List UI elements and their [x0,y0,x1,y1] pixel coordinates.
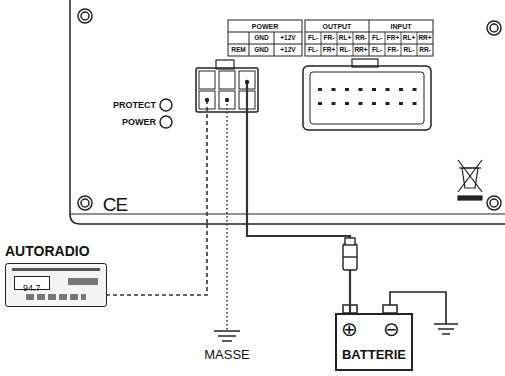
terminal-label: INPUT [369,20,433,32]
terminal-label: FL- [369,32,385,44]
terminal-label: RR+ [417,32,433,44]
terminal-label: RL+ [401,32,417,44]
radio-button [68,278,98,285]
ground-label: MASSE [195,346,259,362]
terminal-label: RL- [401,44,417,56]
terminal-label: FR- [385,44,401,56]
terminal-label: RR- [353,32,369,44]
terminal-sign: ⊖ [383,317,400,341]
terminal-sign: ⊕ [341,317,358,341]
radio-display: 94.7 [14,276,50,290]
fuse-symbol [343,238,357,270]
terminal-label: FL- [305,44,321,56]
terminal-label: GND [249,32,274,44]
display-text: 94.7 [23,283,41,293]
remote-wire [107,224,207,295]
terminal-label: FL- [305,32,321,44]
radio-heading: AUTORADIO [5,243,107,259]
radio-unit: AUTORADIO 94.7 [5,243,107,307]
radio-body: 94.7 [5,263,107,307]
terminal-label: +12V [274,44,302,56]
amplifier-housing: PROTECT POWER [70,0,505,224]
power-cable [247,224,350,313]
cd-slot [12,268,100,271]
led-label: PROTECT [80,99,156,111]
terminal-label: OUTPUT [305,20,369,32]
ce-mark: CE [95,194,135,214]
terminal-label: RR- [417,44,433,56]
terminal-label: FL- [369,44,385,56]
terminal-label: FR+ [321,44,337,56]
radio-buttons [26,294,86,300]
terminal-label: FR+ [385,32,401,44]
terminal-label: POWER [228,20,302,32]
battery-label: BATTERIE [337,345,411,365]
terminal-label: RL+ [337,32,353,44]
terminal-label: RR+ [353,44,369,56]
led-label: POWER [80,116,156,128]
terminal-label: +12V [274,32,302,44]
terminal-label: GND [249,44,274,56]
terminal-label: REM [228,44,249,56]
battery-box: ⊕ ⊖ BATTERIE [335,313,413,371]
terminal-label: RL- [337,44,353,56]
terminal-label: FR- [321,32,337,44]
